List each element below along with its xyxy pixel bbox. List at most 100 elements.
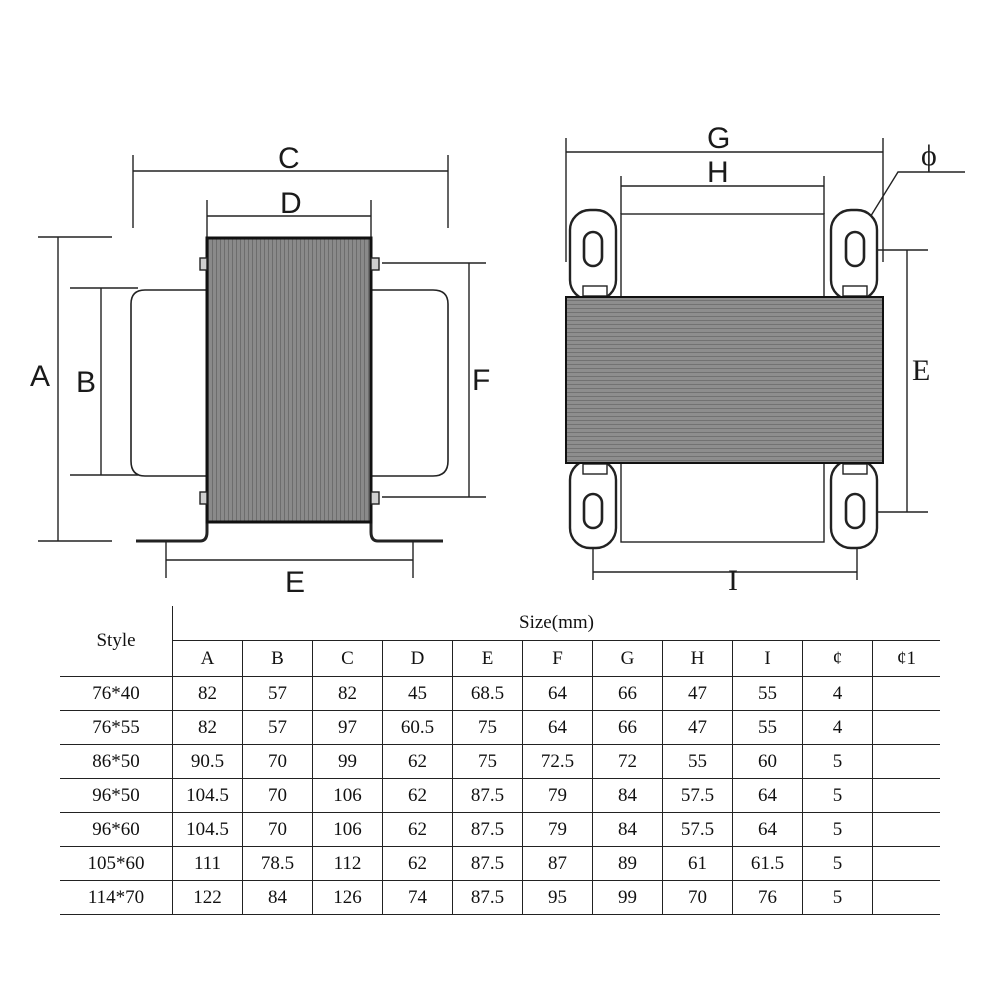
label-c: C — [278, 142, 300, 175]
label-e-front: E — [285, 566, 305, 599]
table-cell: 126 — [312, 880, 383, 915]
table-cell: 62 — [382, 744, 453, 779]
table-cell: 78.5 — [242, 846, 313, 881]
table-cell: 87.5 — [452, 812, 523, 847]
column-header: I — [732, 640, 803, 677]
table-cell: 62 — [382, 778, 453, 813]
style-cell: 96*50 — [60, 778, 173, 813]
table-cell: 61.5 — [732, 846, 803, 881]
bobbin-bottom — [620, 461, 825, 543]
size-table: Style Size(mm) A B C D E F G H I ¢ ¢1 76… — [60, 606, 940, 915]
style-column-header: Style — [60, 606, 173, 677]
bobbin-top — [620, 213, 825, 299]
table-cell: 57.5 — [662, 778, 733, 813]
label-h: H — [707, 156, 729, 189]
table-cell: 97 — [312, 710, 383, 745]
style-cell: 76*55 — [60, 710, 173, 745]
column-header: E — [452, 640, 523, 677]
table-cell: 106 — [312, 812, 383, 847]
table-cell: 82 — [172, 710, 243, 745]
table-cell — [872, 710, 940, 745]
column-header: B — [242, 640, 313, 677]
table-cell: 57.5 — [662, 812, 733, 847]
size-header: Size(mm) — [172, 606, 940, 642]
table-cell: 90.5 — [172, 744, 243, 779]
table-cell: 82 — [172, 676, 243, 711]
table-cell: 5 — [802, 812, 873, 847]
table-cell — [872, 778, 940, 813]
tab — [582, 463, 608, 475]
column-header: D — [382, 640, 453, 677]
table-cell: 70 — [662, 880, 733, 915]
table-cell: 82 — [312, 676, 383, 711]
screw-icon — [370, 491, 380, 505]
table-cell: 74 — [382, 880, 453, 915]
table-cell: 70 — [242, 778, 313, 813]
label-b: B — [76, 366, 96, 399]
column-header: ¢ — [802, 640, 873, 677]
style-cell: 96*60 — [60, 812, 173, 847]
table-cell: 72 — [592, 744, 663, 779]
table-cell: 87 — [522, 846, 593, 881]
table-cell: 99 — [592, 880, 663, 915]
table-cell — [872, 880, 940, 915]
table-cell: 62 — [382, 812, 453, 847]
table-cell — [872, 744, 940, 779]
table-cell: 57 — [242, 710, 313, 745]
tab — [842, 463, 868, 475]
table-cell: 72.5 — [522, 744, 593, 779]
table-cell: 60 — [732, 744, 803, 779]
table-cell: 64 — [732, 778, 803, 813]
label-e-side: E — [912, 354, 930, 387]
table-cell: 68.5 — [452, 676, 523, 711]
column-header: A — [172, 640, 243, 677]
label-a: A — [30, 360, 50, 393]
table-cell: 4 — [802, 676, 873, 711]
table-cell: 5 — [802, 880, 873, 915]
table-cell: 95 — [522, 880, 593, 915]
mounting-hole-icon — [582, 492, 604, 530]
mounting-hole-icon — [582, 230, 604, 268]
style-cell: 76*40 — [60, 676, 173, 711]
laminated-core — [205, 236, 373, 524]
table-cell: 87.5 — [452, 846, 523, 881]
table-cell: 62 — [382, 846, 453, 881]
table-cell: 64 — [522, 676, 593, 711]
table-cell: 84 — [242, 880, 313, 915]
table-cell: 112 — [312, 846, 383, 881]
laminated-core-side — [565, 296, 884, 464]
label-g: G — [707, 122, 730, 155]
side-view — [565, 138, 965, 580]
screw-icon — [199, 491, 208, 505]
table-cell: 64 — [732, 812, 803, 847]
table-cell: 76 — [732, 880, 803, 915]
table-cell: 66 — [592, 710, 663, 745]
table-cell — [872, 846, 940, 881]
table-cell: 99 — [312, 744, 383, 779]
table-cell: 60.5 — [382, 710, 453, 745]
label-f: F — [472, 364, 490, 397]
coil-right — [371, 289, 449, 477]
table-cell: 64 — [522, 710, 593, 745]
table-cell: 70 — [242, 812, 313, 847]
table-cell: 61 — [662, 846, 733, 881]
table-cell: 84 — [592, 778, 663, 813]
table-cell: 55 — [662, 744, 733, 779]
mounting-foot-left — [136, 522, 209, 543]
table-cell: 5 — [802, 778, 873, 813]
table-cell: 66 — [592, 676, 663, 711]
table-cell: 5 — [802, 744, 873, 779]
table-cell: 87.5 — [452, 778, 523, 813]
table-cell: 57 — [242, 676, 313, 711]
table-cell: 75 — [452, 744, 523, 779]
label-i: I — [728, 564, 738, 597]
table-cell: 79 — [522, 778, 593, 813]
table-cell: 70 — [242, 744, 313, 779]
table-cell: 89 — [592, 846, 663, 881]
